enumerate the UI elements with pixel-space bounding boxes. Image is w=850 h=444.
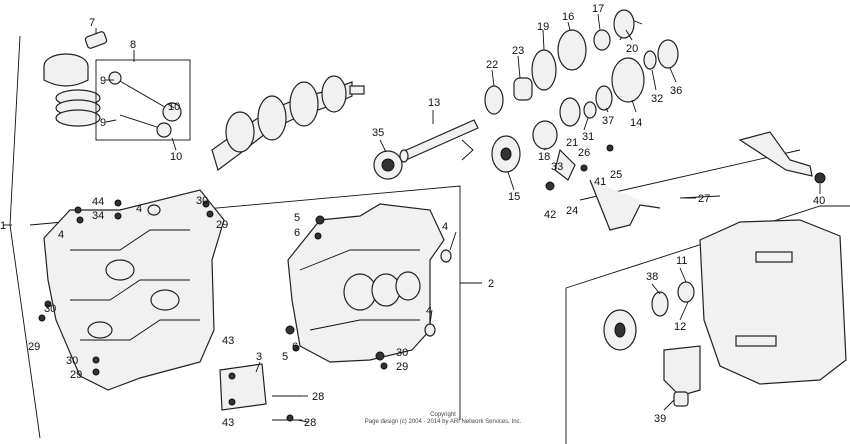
callout-11: 11 xyxy=(676,255,687,267)
callout-30-left: 30 xyxy=(44,303,56,315)
callout-10-upper: 10 xyxy=(168,101,180,113)
callout-6-upper: 6 xyxy=(294,227,300,239)
callout-28-lower: 28 xyxy=(304,417,316,429)
copyright-title: Copyright xyxy=(430,412,456,418)
crankshaft xyxy=(211,75,365,171)
callout-4-right-bottom: 4 xyxy=(426,305,432,317)
bearing-cap-and-bolts xyxy=(38,199,452,422)
right-crankcase-half xyxy=(287,203,445,363)
callout-17: 17 xyxy=(592,3,604,15)
callout-30-right: 30 xyxy=(396,347,408,359)
callout-4-mid: 4 xyxy=(58,229,64,241)
callout-20: 20 xyxy=(626,43,638,55)
callout-29-right: 29 xyxy=(396,361,408,373)
callout-21: 21 xyxy=(566,137,578,149)
callout-14: 14 xyxy=(630,117,642,129)
callout-15: 15 xyxy=(508,191,520,203)
shift-linkage xyxy=(545,131,826,231)
callout-40: 40 xyxy=(813,195,825,207)
callout-16: 16 xyxy=(562,11,574,23)
callout-38: 38 xyxy=(646,271,658,283)
gearbox-housing xyxy=(603,219,847,407)
callout-39: 39 xyxy=(654,413,666,425)
callout-24: 24 xyxy=(566,205,578,217)
callout-9-lower: 9 xyxy=(100,117,106,129)
callout-labels: 7 8 9 9 10 10 13 35 22 23 19 16 17 20 14… xyxy=(0,3,825,429)
callout-29-top: 29 xyxy=(216,219,228,231)
callout-31: 31 xyxy=(582,131,594,143)
callout-12: 12 xyxy=(674,321,686,333)
callout-4-left: 4 xyxy=(136,203,142,215)
callout-33: 33 xyxy=(551,161,563,173)
callout-42: 42 xyxy=(544,209,556,221)
callout-8: 8 xyxy=(130,39,136,51)
callout-41: 41 xyxy=(594,176,606,188)
callout-26: 26 xyxy=(578,147,590,159)
callout-18: 18 xyxy=(538,151,550,163)
callout-3: 3 xyxy=(256,351,262,363)
callout-23: 23 xyxy=(512,45,524,57)
left-crankcase-half xyxy=(43,189,225,391)
callout-19: 19 xyxy=(537,21,549,33)
callout-27: 27 xyxy=(698,193,710,205)
callout-30-lower: 30 xyxy=(66,355,78,367)
callout-32: 32 xyxy=(651,93,663,105)
callout-5-upper: 5 xyxy=(294,212,300,224)
mainshaft xyxy=(373,119,479,180)
callout-30-top: 30 xyxy=(196,195,208,207)
callout-2: 2 xyxy=(488,278,494,290)
piston-assembly xyxy=(43,31,108,127)
transmission-gears xyxy=(484,9,679,173)
callout-7: 7 xyxy=(89,17,95,29)
callout-43-upper: 43 xyxy=(222,335,234,347)
callout-leader-lines xyxy=(95,13,821,423)
callout-9-upper: 9 xyxy=(100,75,106,87)
callout-29-left: 29 xyxy=(28,341,40,353)
callout-4-right-top: 4 xyxy=(442,221,448,233)
callout-34: 34 xyxy=(92,210,104,222)
callout-25: 25 xyxy=(610,169,622,181)
callout-44: 44 xyxy=(92,196,104,208)
callout-28-upper: 28 xyxy=(312,391,324,403)
callout-5-lower: 5 xyxy=(282,351,288,363)
callout-35: 35 xyxy=(372,127,384,139)
callout-36: 36 xyxy=(670,85,682,97)
callout-1: 1 xyxy=(0,220,6,232)
callout-37: 37 xyxy=(602,115,614,127)
callout-13: 13 xyxy=(428,97,440,109)
copyright-text: Page design (c) 2004 - 2014 by ARI Netwo… xyxy=(364,419,522,425)
callout-43-lower: 43 xyxy=(222,417,234,429)
callout-10-lower: 10 xyxy=(170,151,182,163)
copyright-notice: Copyright Page design (c) 2004 - 2014 by… xyxy=(338,412,548,426)
callout-29-lower: 29 xyxy=(70,369,82,381)
connecting-rod-assembly xyxy=(95,59,191,141)
callout-22: 22 xyxy=(486,59,498,71)
callout-6-lower: 6 xyxy=(292,341,298,353)
